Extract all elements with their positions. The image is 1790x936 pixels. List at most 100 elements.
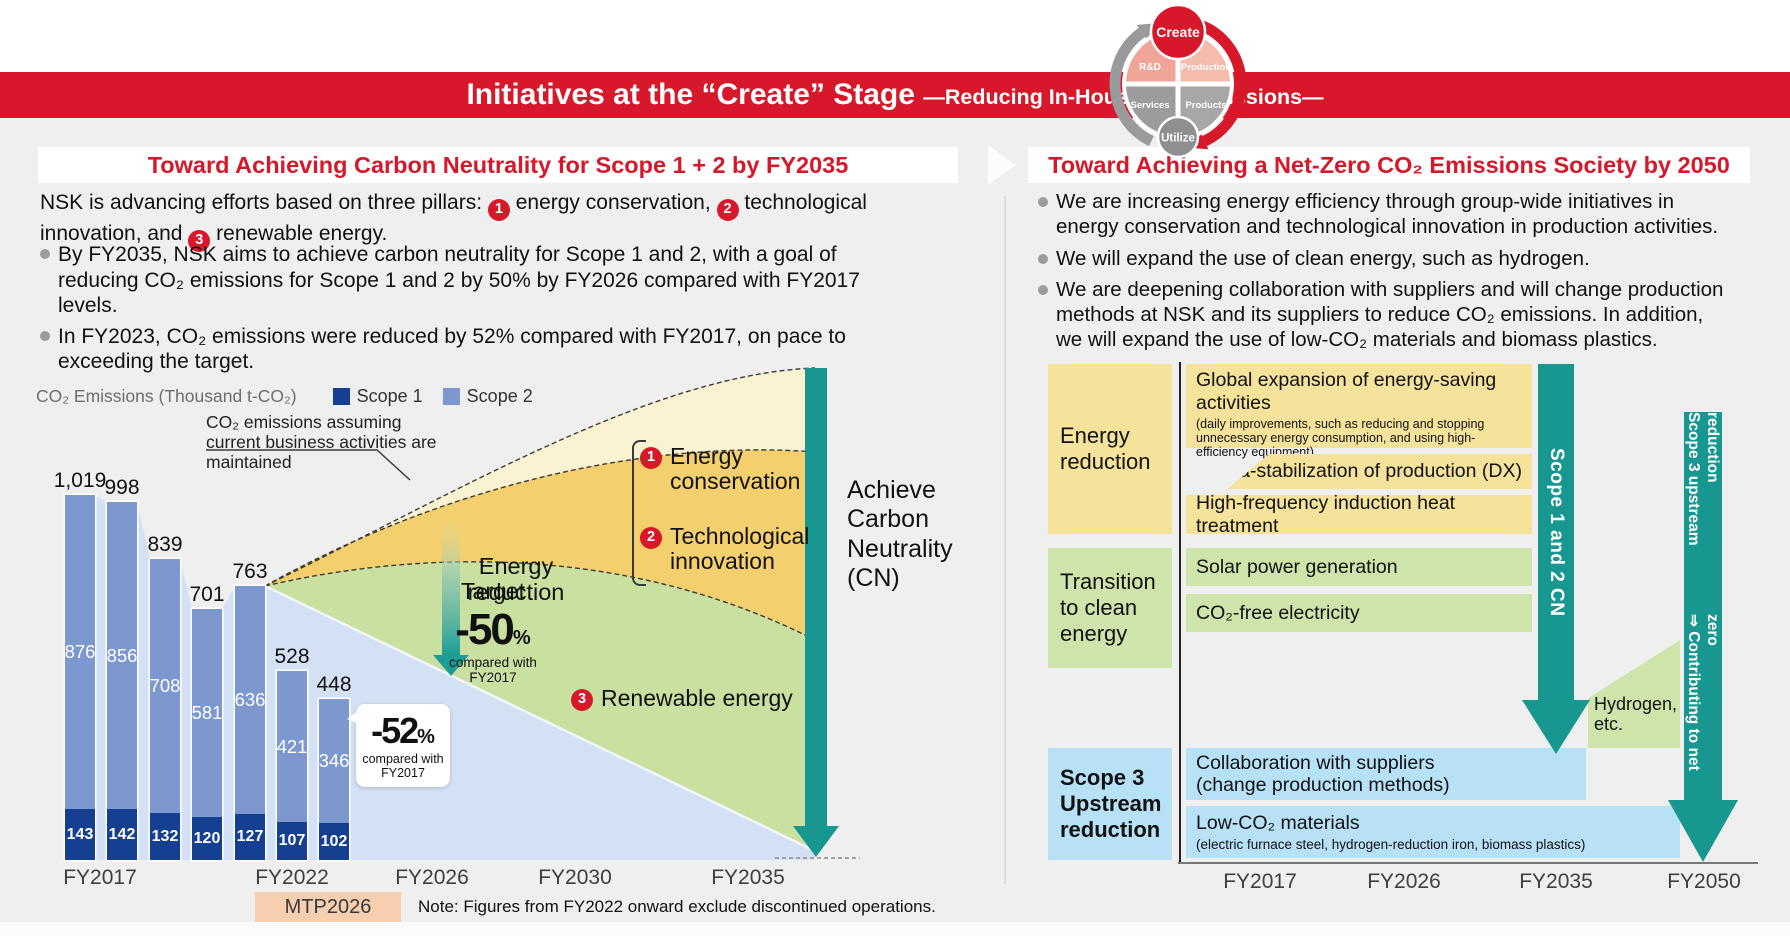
scope1-value: 142 — [108, 825, 136, 843]
list-item: We are increasing energy efficiency thro… — [1038, 190, 1728, 240]
cycle-arrow-gray — [1109, 27, 1154, 147]
scope1-segment: 127 — [235, 814, 265, 860]
bracket-shape — [632, 440, 646, 586]
scope1-value: 107 — [278, 832, 306, 849]
chart-legend: CO₂ Emissions (Thousand t-CO₂) Scope 1 S… — [36, 386, 533, 407]
scope2-value: 636 — [234, 689, 266, 710]
achieved-value: -52% — [371, 710, 435, 751]
bar-total-label: 1,019 — [53, 469, 107, 492]
quadrant-services-label: Services — [1130, 100, 1169, 111]
scope3-arrowhead — [1668, 800, 1738, 862]
scope1-segment: 142 — [107, 809, 137, 860]
scope2-value: 346 — [318, 750, 350, 771]
x-label: FY2030 — [538, 866, 612, 889]
bar-FY2018: 998 856 142 — [104, 476, 140, 860]
bar-supplier-collaboration: Collaboration with suppliers (change pro… — [1186, 748, 1586, 800]
scope1-value: 120 — [193, 829, 221, 847]
bar-total-label: 701 — [189, 583, 225, 606]
bullet-dot-icon — [1038, 197, 1048, 207]
x-label: FY2035 — [1519, 870, 1593, 893]
target-callout: Target -50% compared with FY2017 — [434, 578, 552, 685]
scope2-value: 876 — [64, 641, 96, 662]
x-label: FY2026 — [395, 866, 469, 889]
legend-scope2: Scope 2 — [466, 386, 533, 406]
bar-hydrogen: Hydrogen, etc. — [1588, 640, 1680, 748]
scope2-value: 708 — [149, 675, 181, 696]
chart-note: Note: Figures from FY2022 onward exclude… — [418, 897, 936, 916]
target-arrow-shaft — [442, 523, 460, 655]
bar-low-co2-materials: Low-CO₂ materials (electric furnace stee… — [1186, 806, 1680, 858]
scope1-swatch-icon — [332, 388, 350, 405]
bar-ultra-stabilization: Ultra-stabilization of production (DX) — [1227, 454, 1532, 489]
bar-total-label: 528 — [274, 645, 310, 668]
quadrant-rd-label: R&D — [1139, 62, 1161, 73]
pillar-2-badge: 2 — [716, 198, 739, 221]
left-bullet-list: By FY2035, NSK aims to achieve carbon ne… — [40, 242, 885, 380]
left-bullet-1: By FY2035, NSK aims to achieve carbon ne… — [58, 243, 860, 318]
group-label-scope3: Scope 3 Upstream reduction — [1048, 748, 1172, 860]
x-label: FY2017 — [1223, 870, 1297, 893]
x-label: FY2026 — [1367, 870, 1441, 893]
page-title: Initiatives at the “Create” Stage — [466, 78, 915, 111]
area-label-technological-innovation: 2 Technological innovation — [640, 523, 830, 575]
legend-scope1: Scope 1 — [356, 386, 423, 406]
scope1-value: 127 — [236, 828, 264, 845]
scope2-value: 421 — [276, 735, 308, 757]
energy-reduction-label: Energy reduction — [467, 553, 565, 605]
bar-total-label: 998 — [104, 476, 140, 499]
create-circle — [1149, 3, 1207, 61]
scope2-segment: 581 — [192, 609, 222, 817]
target-label: Target — [461, 578, 525, 604]
pillar-3-badge: 3 — [571, 689, 593, 712]
x-label: FY2050 — [1667, 870, 1741, 893]
scope1-value: 102 — [320, 832, 348, 850]
pillar-1-badge: 1 — [640, 447, 662, 469]
intro-prefix: NSK is advancing efforts based on three … — [40, 191, 483, 214]
scope2-segment: 876 — [65, 495, 95, 809]
bottom-strip — [0, 922, 1790, 936]
cn-arrowhead — [793, 826, 839, 857]
scope12-cn-arrow: Scope 1 and 2 CN — [1538, 364, 1574, 700]
bar-FY2017: 1,019 876 143 — [54, 469, 106, 860]
header-band: Initiatives at the “Create” Stage —Reduc… — [0, 72, 1790, 118]
left-panel-title-band: Toward Achieving Carbon Neutrality for S… — [38, 147, 958, 183]
diagram-y-axis — [1179, 362, 1181, 864]
create-utilize-cycle-diagram: R&D Production Services Products Create … — [1109, 3, 1247, 159]
header-titles: Initiatives at the “Create” Stage —Reduc… — [180, 78, 1610, 112]
scope2-value: 581 — [191, 702, 223, 723]
pillar-3-label: renewable energy. — [216, 221, 388, 245]
pillar-1-badge: 1 — [487, 198, 510, 221]
panel-divider — [1004, 196, 1006, 884]
bar-induction-heat-treatment: High-frequency induction heat treatment — [1186, 492, 1532, 537]
bar-solar-power: Solar power generation — [1186, 548, 1532, 586]
x-label: FY2017 — [63, 866, 137, 889]
cycle-arrow-red — [1197, 19, 1247, 147]
scope1-value: 143 — [66, 825, 94, 843]
annotation-pointer-line — [206, 449, 411, 481]
left-panel-title: Toward Achieving Carbon Neutrality for S… — [147, 151, 849, 178]
bar-energy-saving-activities: Global expansion of energy-saving activi… — [1186, 364, 1532, 459]
group-label-clean-energy: Transition to clean energy — [1048, 548, 1172, 668]
scope2-segment: 856 — [107, 502, 137, 809]
list-item: By FY2035, NSK aims to achieve carbon ne… — [40, 242, 885, 319]
scope2-segment: 346 — [319, 699, 349, 823]
utilize-label: Utilize — [1161, 133, 1195, 145]
pillar-2-badge: 2 — [640, 527, 662, 549]
list-item: We are deepening collaboration with supp… — [1038, 278, 1728, 352]
bar-total-label: 839 — [147, 533, 183, 556]
scope2-segment: 636 — [235, 586, 265, 814]
cn-arrow-shaft — [805, 368, 827, 826]
pillar-1-label: energy conservation, — [515, 191, 711, 214]
bullet-dot-icon — [1038, 253, 1048, 264]
bar-FY2019: 839 708 132 — [147, 533, 183, 860]
scope3-arrow-text: Scope 3 upstream reduction ⇒ Contributin… — [1685, 412, 1721, 771]
scope1-segment: 132 — [150, 813, 180, 860]
achieve-cn-label: Achieve Carbon Neutrality (CN) — [847, 476, 953, 592]
scope2-segment: 421 — [277, 671, 307, 822]
bullet-dot-icon — [1038, 285, 1048, 296]
quadrant-production-label: Production — [1181, 62, 1231, 73]
right-panel-title-band: Toward Achieving a Net-Zero CO₂ Emission… — [1028, 147, 1750, 183]
